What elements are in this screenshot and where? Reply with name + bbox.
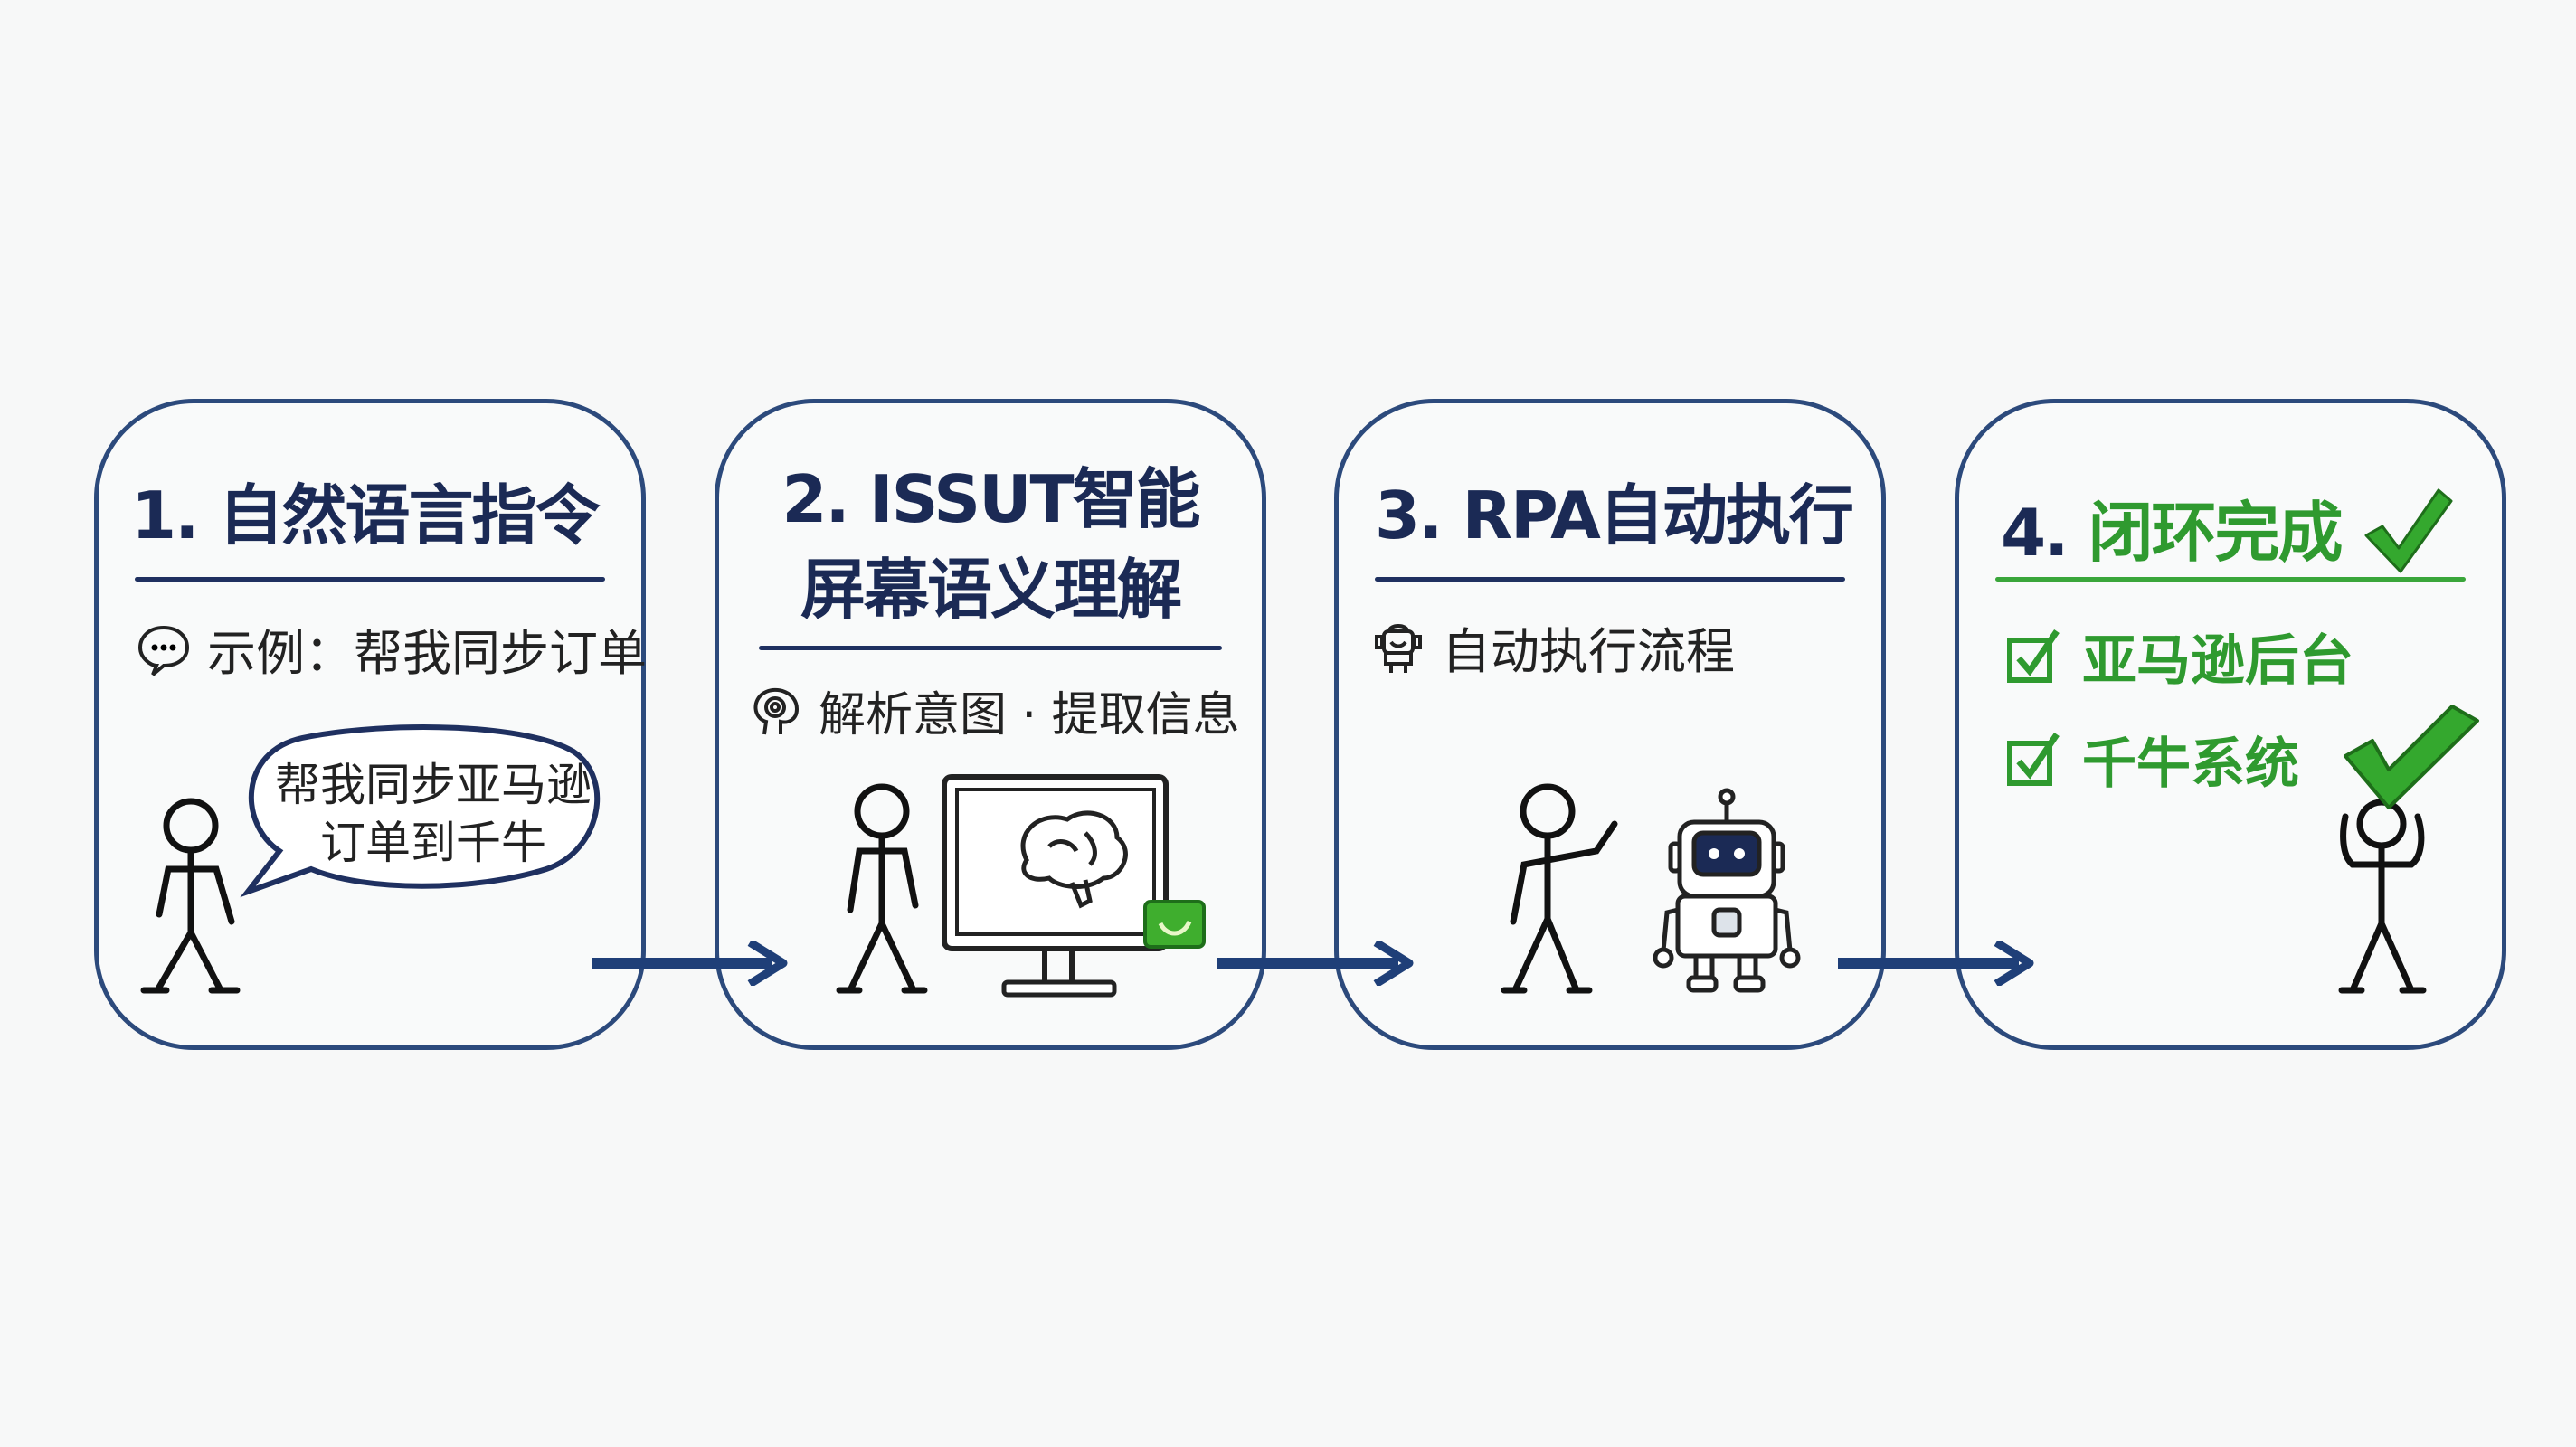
parse-intent-text: 解析意图 · 提取信息 xyxy=(819,688,1240,742)
robot-icon xyxy=(1653,788,1801,993)
speech-bubble xyxy=(240,724,601,898)
step-card-4: 4. 闭环完成 亚马逊后台 千牛系统 xyxy=(1955,399,2506,1050)
auto-flow-text: 自动执行流程 xyxy=(1442,623,1735,680)
step-title: 1. 自然语言指令 xyxy=(131,478,601,553)
arrow-right-icon xyxy=(1838,941,2034,986)
step-title-main: 闭环完成 xyxy=(2088,495,2344,571)
stick-figure-speaking xyxy=(140,724,601,994)
checkbox-checked-icon xyxy=(2007,629,2060,683)
step-title-line-2: 屏幕语义理解 xyxy=(800,552,1182,628)
step-card-2: 2. ISSUT智能 屏幕语义理解 解析意图 · 提取信息 xyxy=(715,399,1266,1050)
step-title: 4. 闭环完成 xyxy=(2001,483,2484,573)
title-underline xyxy=(1375,577,1845,582)
bubble-line-2: 订单到千牛 xyxy=(320,817,546,869)
arrow-right-icon xyxy=(592,941,788,986)
step-title-line-1: 2. ISSUT智能 xyxy=(781,461,1200,537)
bubble-line-1: 帮我同步亚马逊 xyxy=(275,759,592,811)
step-card-1: 1. 自然语言指令 示例：帮我同步订单 帮我同步亚马逊 订单到千牛 xyxy=(94,399,647,1050)
brain-icon xyxy=(1020,810,1128,909)
title-checkmark-icon xyxy=(2364,488,2453,573)
figure-with-monitor xyxy=(836,774,1206,998)
chat-bubble-icon xyxy=(137,625,190,676)
example-text: 示例：帮我同步订单 xyxy=(207,625,647,682)
done-item-amazon: 亚马逊后台 xyxy=(2082,629,2353,693)
title-underline xyxy=(1995,577,2466,582)
checkbox-checked-icon xyxy=(2007,732,2060,786)
step-title: 3. RPA自动执行 xyxy=(1375,478,1854,553)
step-number: 4. xyxy=(2001,495,2088,571)
big-checkmark-icon xyxy=(2344,705,2479,809)
figure-with-robot xyxy=(1501,783,1801,994)
title-underline xyxy=(759,646,1222,650)
green-badge-icon xyxy=(1143,900,1206,949)
celebrating-figure xyxy=(2338,705,2479,994)
arrow-right-icon xyxy=(1217,941,1414,986)
brain-head-icon xyxy=(753,687,800,734)
title-underline xyxy=(135,577,605,582)
done-item-qianniu: 千牛系统 xyxy=(2082,733,2299,796)
step-card-3: 3. RPA自动执行 自动执行流程 xyxy=(1334,399,1886,1050)
robot-small-icon xyxy=(1375,623,1422,673)
